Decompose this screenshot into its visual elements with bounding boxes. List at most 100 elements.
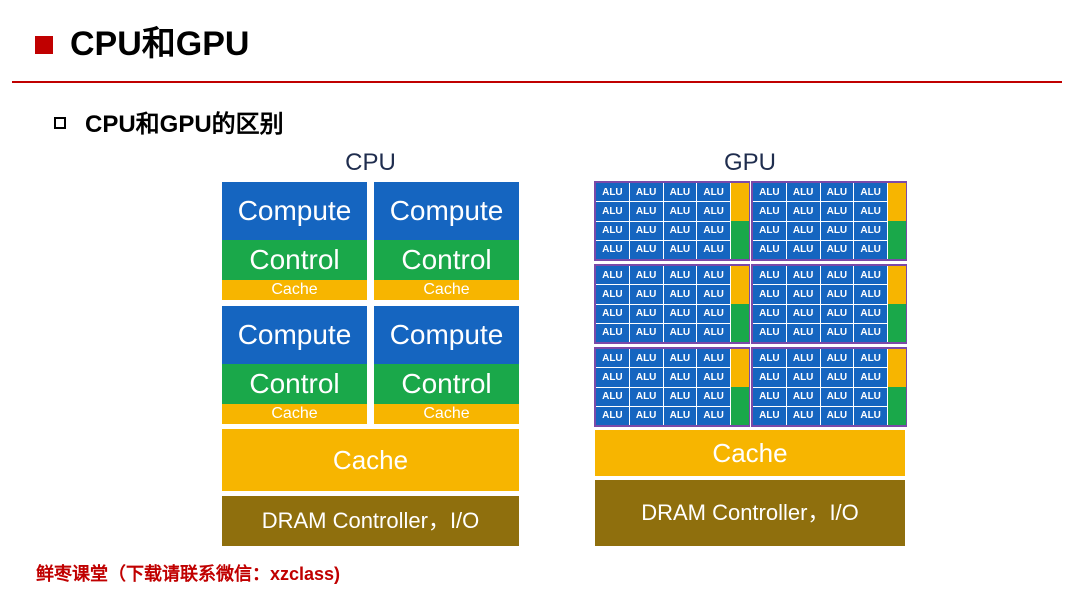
alu-cell: ALU [629, 349, 663, 368]
alu-cell: ALU [786, 202, 820, 221]
alu-cell: ALU [629, 266, 663, 285]
alu-cell: ALU [629, 285, 663, 304]
alu-cell: ALU [596, 183, 629, 202]
alu-cell: ALU [820, 202, 854, 221]
alu-cell: ALU [697, 221, 730, 240]
sm-cache-unit [887, 221, 906, 259]
alu-cell: ALU [697, 349, 730, 368]
alu-cell: ALU [820, 349, 854, 368]
alu-cell: ALU [663, 240, 697, 259]
alu-cell: ALU [854, 266, 887, 285]
cpu-core-3-compute: Compute [222, 306, 367, 364]
alu-cell: ALU [697, 183, 730, 202]
alu-cell: ALU [820, 368, 854, 387]
alu-cell: ALU [854, 285, 887, 304]
alu-cell: ALU [596, 387, 629, 406]
alu-cell: ALU [663, 368, 697, 387]
alu-cell: ALU [753, 285, 786, 304]
alu-cell: ALU [786, 349, 820, 368]
alu-cell: ALU [786, 240, 820, 259]
alu-cell: ALU [753, 266, 786, 285]
alu-cell: ALU [854, 221, 887, 240]
cpu-core-4-compute: Compute [374, 306, 519, 364]
cpu-label: CPU [345, 149, 396, 176]
alu-cell: ALU [596, 349, 629, 368]
cpu-dram-controller: DRAM Controller，I/O [222, 496, 519, 546]
alu-cell: ALU [854, 240, 887, 259]
sm-control-unit [887, 183, 906, 221]
alu-cell: ALU [753, 406, 786, 425]
alu-cell: ALU [697, 266, 730, 285]
alu-cell: ALU [786, 406, 820, 425]
alu-cell: ALU [820, 183, 854, 202]
alu-cell: ALU [596, 304, 629, 323]
alu-cell: ALU [753, 183, 786, 202]
alu-cell: ALU [820, 304, 854, 323]
alu-cell: ALU [820, 240, 854, 259]
gpu-dram-controller: DRAM Controller，I/O [595, 480, 905, 546]
alu-cell: ALU [596, 406, 629, 425]
alu-cell: ALU [629, 304, 663, 323]
cpu-core-3-cache: Cache [222, 404, 367, 424]
alu-cell: ALU [697, 387, 730, 406]
alu-cell: ALU [854, 349, 887, 368]
cpu-core-1-control: Control [222, 240, 367, 280]
alu-cell: ALU [663, 202, 697, 221]
alu-cell: ALU [820, 266, 854, 285]
alu-cell: ALU [820, 285, 854, 304]
sm-control-unit [887, 349, 906, 387]
subtitle-bullet-icon [54, 117, 66, 129]
alu-cell: ALU [786, 183, 820, 202]
alu-cell: ALU [820, 387, 854, 406]
cpu-core-1-compute: Compute [222, 182, 367, 240]
sm-control-unit [730, 183, 749, 221]
sm-cache-unit [887, 304, 906, 342]
alu-cell: ALU [786, 221, 820, 240]
cpu-core-1-cache: Cache [222, 280, 367, 300]
alu-cell: ALU [629, 406, 663, 425]
alu-cell: ALU [629, 221, 663, 240]
alu-cell: ALU [786, 368, 820, 387]
alu-cell: ALU [596, 240, 629, 259]
title-divider [12, 81, 1062, 83]
page-title: CPU和GPU [70, 25, 250, 63]
sm-control-unit [887, 266, 906, 304]
sm-cache-unit [730, 221, 749, 259]
alu-cell: ALU [663, 349, 697, 368]
alu-cell: ALU [663, 221, 697, 240]
alu-cell: ALU [786, 304, 820, 323]
alu-cell: ALU [820, 323, 854, 342]
cpu-shared-cache: Cache [222, 429, 519, 491]
cpu-core-2-control: Control [374, 240, 519, 280]
gpu-shared-cache: Cache [595, 430, 905, 476]
cpu-core-2-cache: Cache [374, 280, 519, 300]
gpu-label: GPU [723, 149, 776, 176]
alu-cell: ALU [663, 285, 697, 304]
sm-control-unit [730, 266, 749, 304]
sm-cache-unit [730, 387, 749, 425]
alu-cell: ALU [854, 183, 887, 202]
alu-cell: ALU [820, 221, 854, 240]
section-subtitle: CPU和GPU的区别 [85, 111, 284, 138]
alu-cell: ALU [786, 266, 820, 285]
alu-cell: ALU [753, 387, 786, 406]
alu-cell: ALU [753, 221, 786, 240]
alu-cell: ALU [629, 387, 663, 406]
alu-cell: ALU [854, 368, 887, 387]
cpu-core-4-control: Control [374, 364, 519, 404]
alu-cell: ALU [663, 266, 697, 285]
alu-cell: ALU [596, 202, 629, 221]
alu-cell: ALU [854, 387, 887, 406]
footer-watermark: 鲜枣课堂（下载请联系微信：xzclass) [36, 564, 341, 584]
alu-cell: ALU [786, 285, 820, 304]
alu-cell: ALU [596, 323, 629, 342]
alu-cell: ALU [786, 323, 820, 342]
